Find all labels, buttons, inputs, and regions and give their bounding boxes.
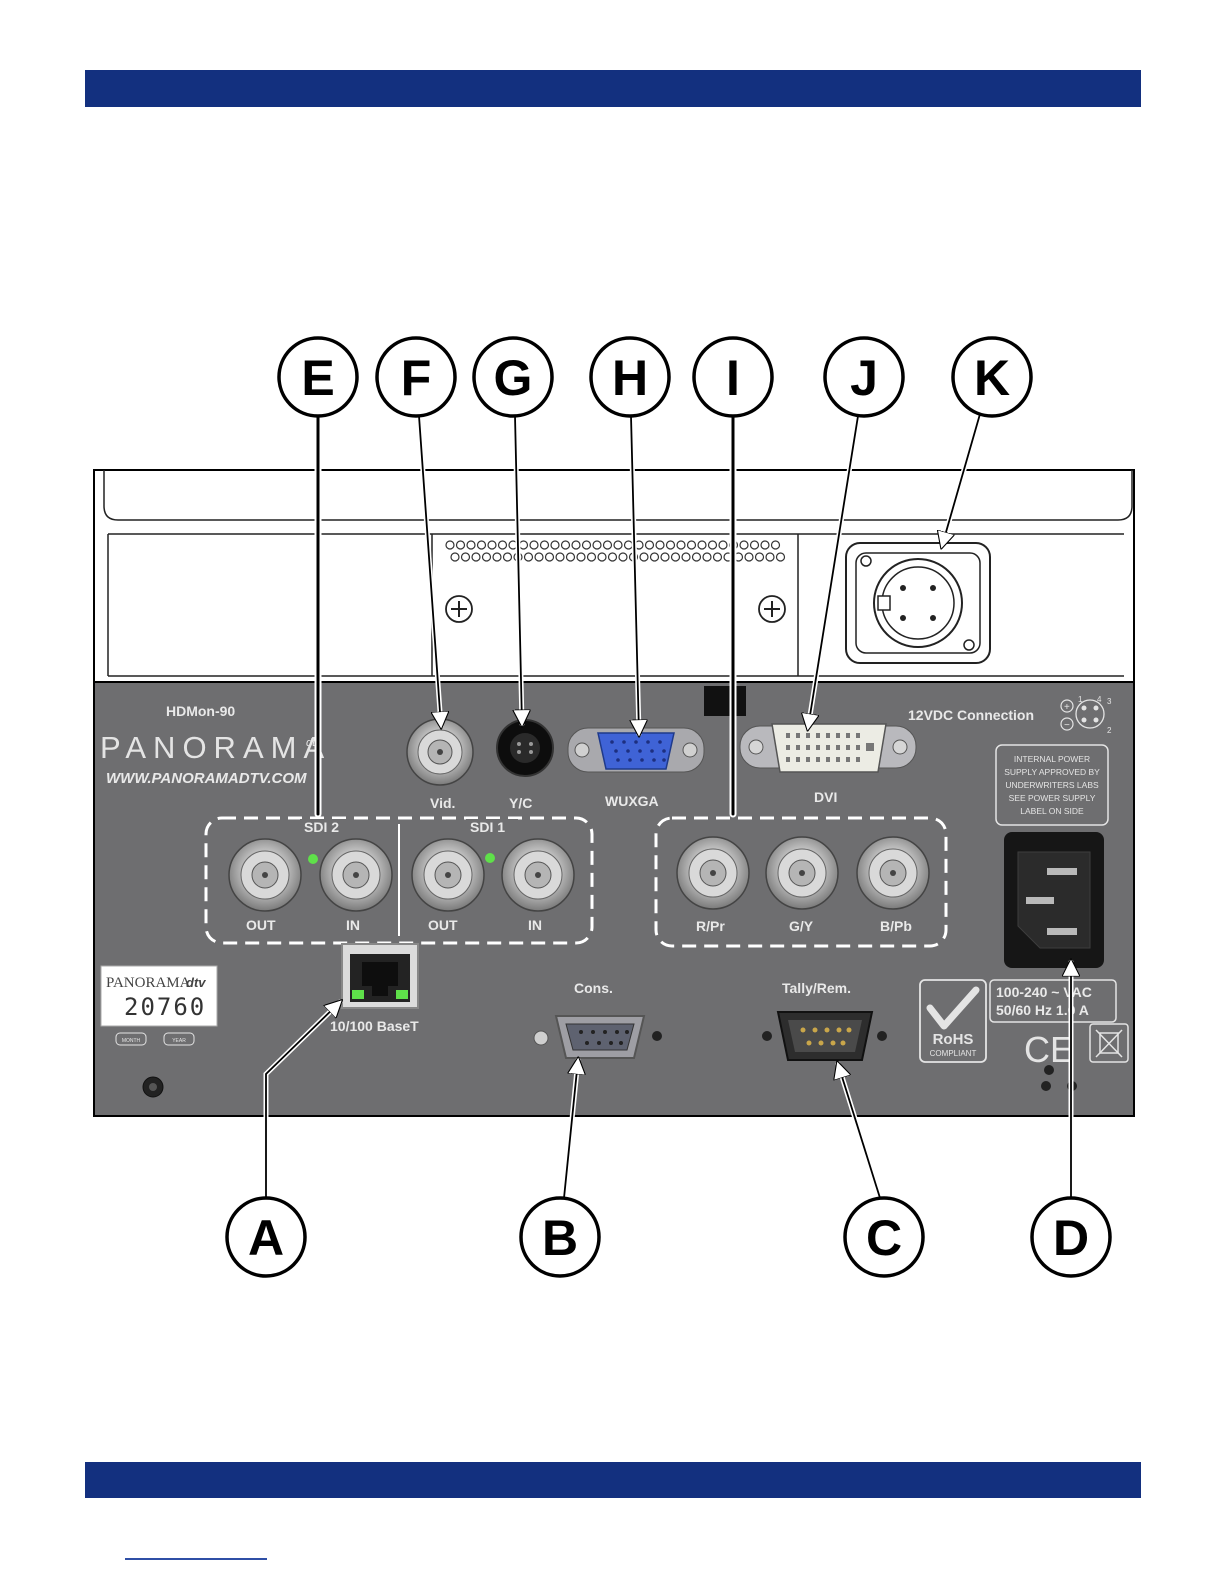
footer-rule [125,1558,267,1560]
gy-bnc-icon [765,836,839,910]
svg-text:3: 3 [1107,697,1112,706]
ce-mark-icon: CE [1024,1029,1074,1070]
svg-text:4: 4 [1097,695,1102,704]
tally-label: Tally/Rem. [782,980,851,996]
dvi-connector-icon [739,723,917,773]
svg-text:K: K [974,350,1010,406]
svg-text:2: 2 [1107,726,1112,735]
callout-d: D [1030,1196,1112,1278]
svg-text:SUPPLY APPROVED BY: SUPPLY APPROVED BY [1004,767,1100,777]
sdi2-label: SDI 2 [304,819,339,835]
sdi2-led-icon [308,854,318,864]
power-inlet-icon [1004,832,1104,968]
svg-text:RoHS: RoHS [933,1031,974,1048]
dc-pinout-icon: + − 1 2 3 4 [1060,695,1112,735]
sdi-group: SDI 2 SDI 1 [204,816,594,945]
callout-g: G [472,336,554,418]
sdi1-label: SDI 1 [470,819,505,835]
gy-label: G/Y [789,918,814,934]
video-bnc-connector-icon [406,718,474,786]
svg-text:UNDERWRITERS LABS: UNDERWRITERS LABS [1005,780,1099,790]
sdi2-out-label: OUT [246,917,276,933]
rpr-label: R/Pr [696,918,725,934]
tally-db9-connector-icon [762,1011,887,1061]
xlr-dc-connector-icon [845,542,991,664]
rpr-bnc-icon [676,836,750,910]
sdi1-out-bnc-icon [411,838,485,912]
ethernet-port-icon [341,943,419,1009]
frequency-rating: 50/60 Hz 1.0 A [996,1002,1089,1018]
svg-text:J: J [850,350,878,406]
vid-label: Vid. [430,795,455,811]
callout-b: B [519,1196,601,1278]
dc-connection-label: 12VDC Connection [908,707,1034,723]
svg-text:+: + [1064,702,1070,713]
callout-f: F [375,336,457,418]
svg-text:PANORAMA: PANORAMA [106,975,191,991]
callout-c: C [843,1196,925,1278]
component-group: R/Pr G/Y B/Pb [654,816,948,948]
svg-text:1: 1 [1078,695,1083,704]
callout-a: A [225,1196,307,1278]
svg-text:A: A [248,1210,284,1266]
svg-text:H: H [612,350,648,406]
year-label: YEAR [172,1038,186,1044]
cons-label: Cons. [574,980,613,996]
power-notice: INTERNAL POWER SUPPLY APPROVED BY UNDERW… [995,744,1109,826]
serial-sticker: PANORAMA dtv 20760 [100,965,218,1027]
bpb-bnc-icon [856,836,930,910]
screw-right-icon [758,595,786,623]
callout-h: H [589,336,671,418]
sdi1-in-label: IN [528,917,542,933]
sdi2-in-bnc-icon [319,838,393,912]
ground-screw-icon [142,1076,164,1098]
svg-text:SEE POWER SUPPLY: SEE POWER SUPPLY [1009,793,1096,803]
website-label: WWW.PANORAMADTV.COM [106,770,307,787]
svg-text:F: F [401,350,432,406]
ethernet-label: 10/100 BaseT [330,1018,419,1034]
svg-text:G: G [494,350,533,406]
callout-e: E [277,336,359,418]
footer-bar [85,1462,1141,1498]
svg-text:E: E [301,350,334,406]
model-label: HDMon-90 [166,703,235,719]
console-db9-connector-icon [533,1015,662,1059]
yc-label: Y/C [509,795,532,811]
dvi-label: DVI [814,789,837,805]
sdi2-in-label: IN [346,917,360,933]
svg-text:COMPLIANT: COMPLIANT [930,1049,977,1058]
power-rating: 100-240 ~ VAC 50/60 Hz 1.0 A [989,979,1117,1023]
callout-i: I [692,336,774,418]
voltage-rating: 100-240 ~ VAC [996,984,1092,1000]
svg-text:INTERNAL POWER: INTERNAL POWER [1014,754,1090,764]
svg-text:C: C [866,1210,902,1266]
screw-left-icon [445,595,473,623]
sdi1-out-label: OUT [428,917,458,933]
sdi1-led-icon [485,853,495,863]
header-bar [85,70,1141,107]
svg-text:−: − [1064,720,1070,731]
wuxga-label: WUXGA [605,793,659,809]
callout-k: K [951,336,1033,418]
serial-number: 20760 [124,993,206,1021]
sdi1-in-bnc-icon [501,838,575,912]
callout-j: J [823,336,905,418]
svideo-connector-icon [496,719,554,777]
upper-chassis [93,469,1135,683]
svg-text:B: B [542,1210,578,1266]
svg-text:I: I [726,350,740,406]
month-label: MONTH [122,1038,141,1044]
svg-text:dtv: dtv [186,975,206,990]
bpb-label: B/Pb [880,918,912,934]
rohs-badge-icon: RoHS COMPLIANT [919,979,987,1063]
brand-logo: PANORAMA [100,730,331,765]
rear-io-panel: HDMon-90 PANORAMA dtv WWW.PANORAMADTV.CO… [93,681,1135,1117]
vga-connector-icon [567,727,705,773]
svg-text:D: D [1053,1210,1089,1266]
sdi2-out-bnc-icon [228,838,302,912]
svg-text:LABEL ON SIDE: LABEL ON SIDE [1020,806,1084,816]
weee-bin-icon [1089,1023,1129,1063]
leader-lines [263,411,1071,1201]
